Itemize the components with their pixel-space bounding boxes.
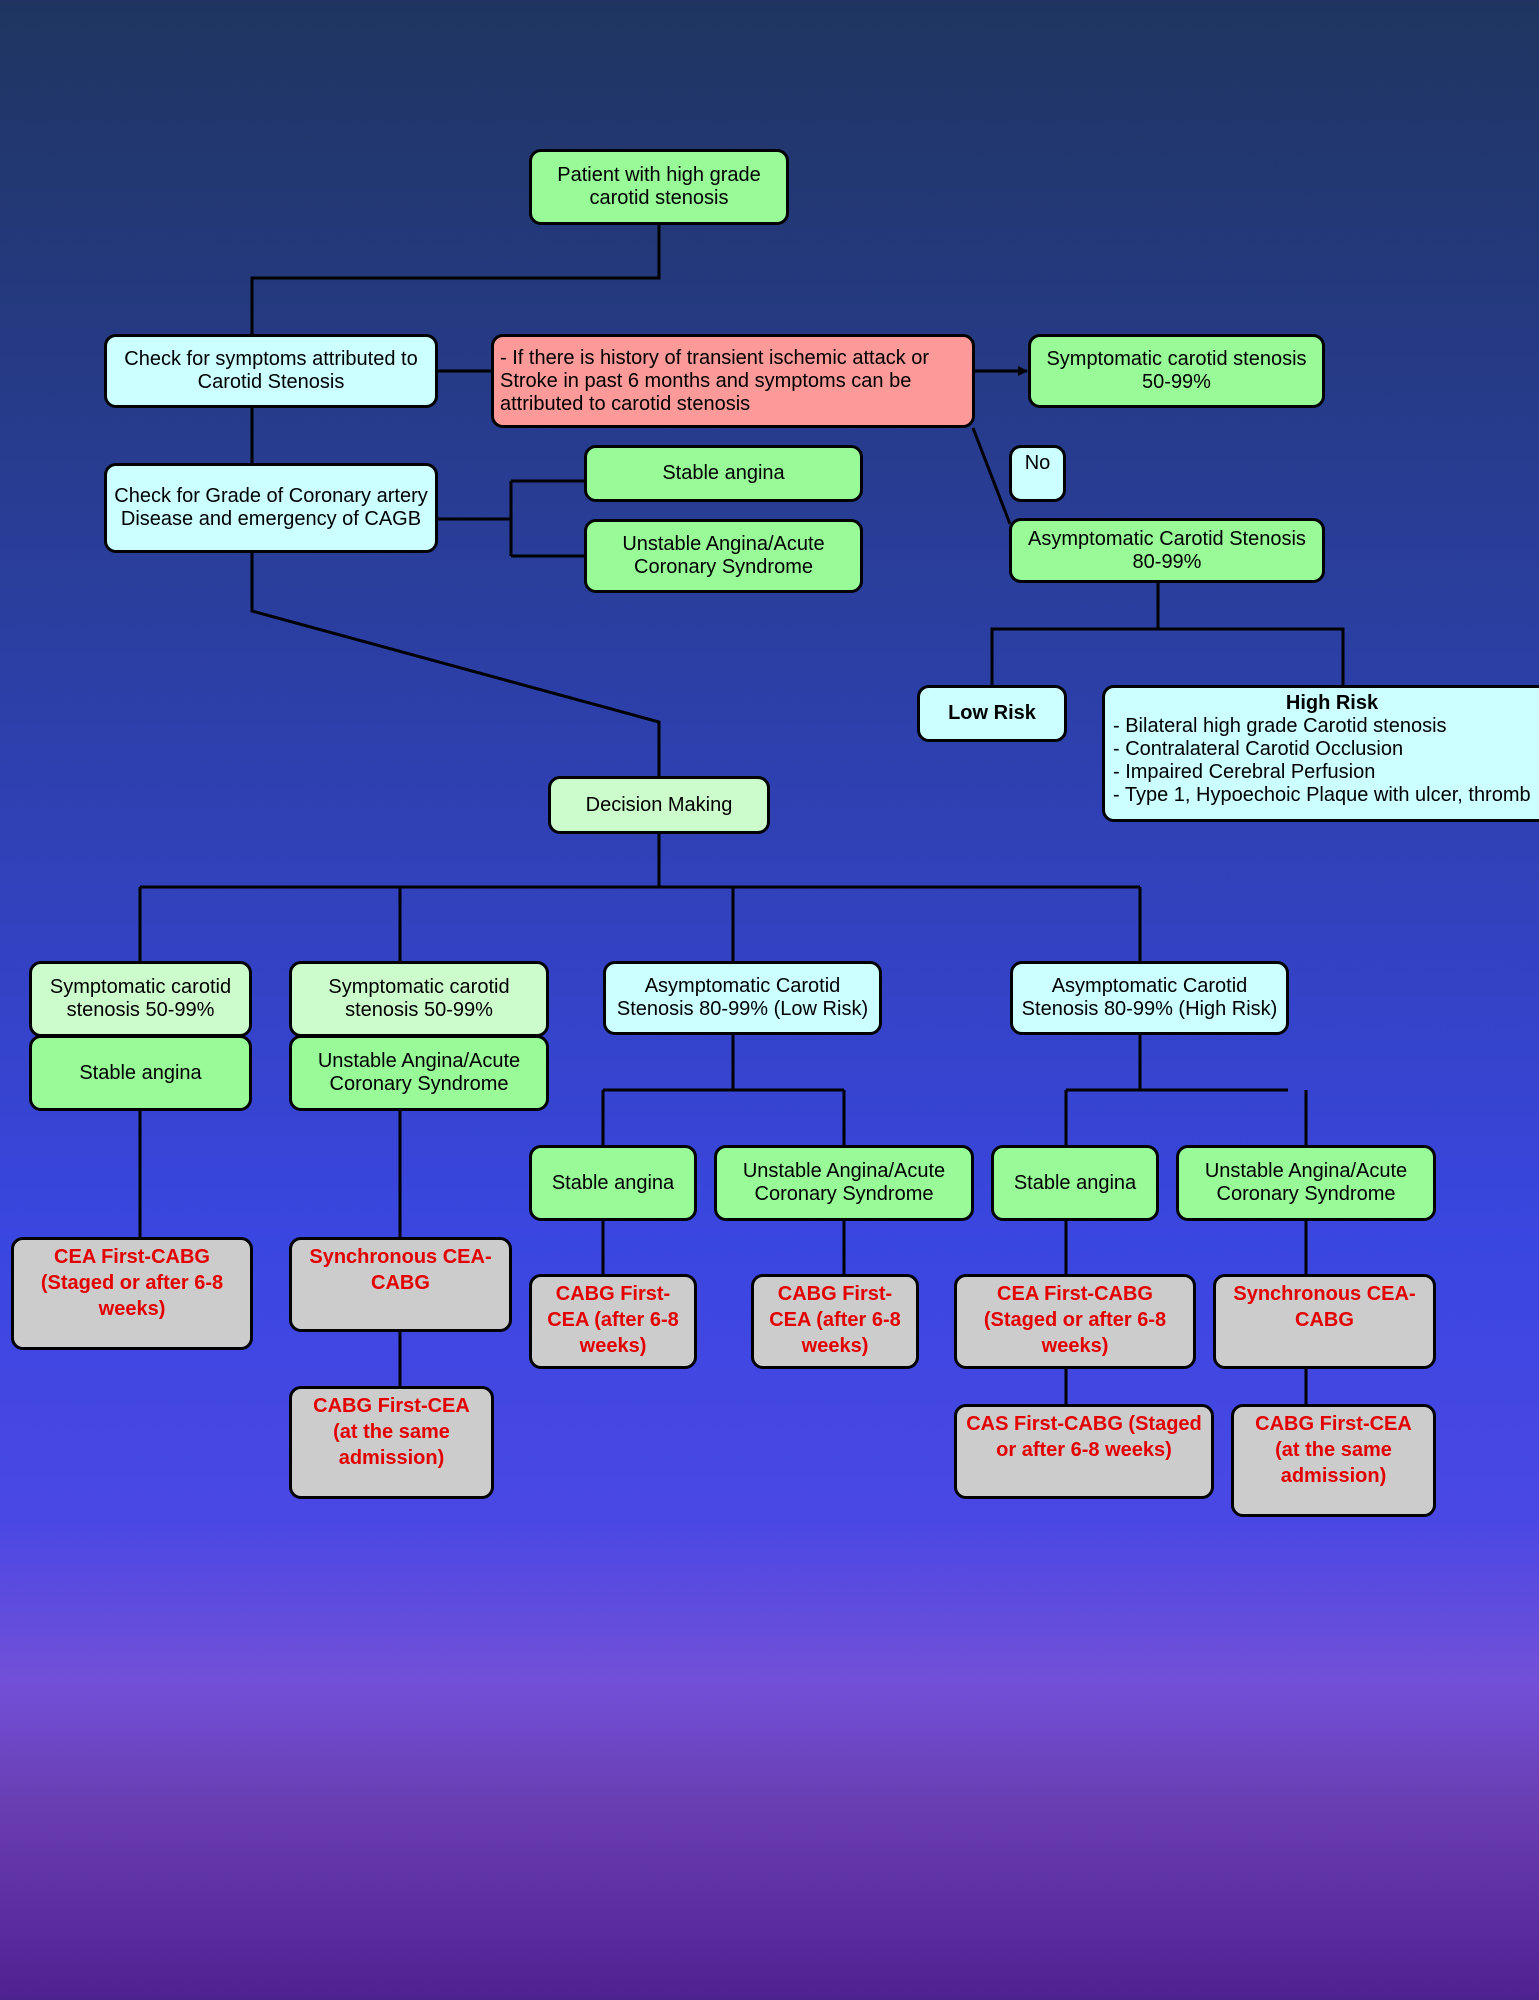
root-node: Patient with high grade carotid stenosis (529, 149, 789, 225)
b4-header-node: Asymptomatic Carotid Stenosis 80-99% (Hi… (1010, 961, 1289, 1035)
high-risk-title: High Risk (1285, 692, 1379, 714)
high-risk-item: - Impaired Cerebral Perfusion (1113, 761, 1376, 783)
check-coronary-node: Check for Grade of Coronary artery Disea… (104, 463, 438, 553)
b3-unstable-angina-node: Unstable Angina/Acute Coronary Syndrome (714, 1145, 974, 1221)
high-risk-item: - Bilateral high grade Carotid stenosis (1113, 715, 1447, 737)
unstable-angina-node: Unstable Angina/Acute Coronary Syndrome (584, 519, 863, 593)
b1-header-node: Symptomatic carotid stenosis 50-99% (29, 961, 252, 1037)
b4-unstable-angina-node: Unstable Angina/Acute Coronary Syndrome (1176, 1145, 1436, 1221)
b4-stable-outcome-cas-first: CAS First-CABG (Staged or after 6-8 week… (954, 1404, 1214, 1499)
high-risk-item: - Type 1, Hypoechoic Plaque with ulcer, … (1113, 784, 1531, 806)
b1-outcome-node: CEA First-CABG (Staged or after 6-8 week… (11, 1237, 253, 1350)
b3-header-node: Asymptomatic Carotid Stenosis 80-99% (Lo… (603, 961, 882, 1035)
high-risk-item: - Contralateral Carotid Occlusion (1113, 738, 1404, 760)
check-symptoms-node: Check for symptoms attributed to Carotid… (104, 334, 438, 408)
low-risk-node: Low Risk (917, 685, 1067, 742)
no-label: No (1009, 445, 1066, 502)
stable-angina-node: Stable angina (584, 445, 863, 502)
b4-stable-outcome-cea-first: CEA First-CABG (Staged or after 6-8 week… (954, 1274, 1196, 1369)
b4-unstable-outcome-cabg-first: CABG First-CEA (at the same admission) (1231, 1404, 1436, 1517)
connector-root-to-symptoms (250, 223, 661, 336)
b3-unstable-outcome-node: CABG First-CEA (after 6-8 weeks) (751, 1274, 919, 1369)
b3-stable-outcome-node: CABG First-CEA (after 6-8 weeks) (529, 1274, 697, 1369)
b2-unstable-angina-node: Unstable Angina/Acute Coronary Syndrome (289, 1035, 549, 1111)
b2-outcome-synchronous: Synchronous CEA-CABG (289, 1237, 512, 1332)
b2-header-node: Symptomatic carotid stenosis 50-99% (289, 961, 549, 1037)
b2-outcome-cabg-first: CABG First-CEA (at the same admission) (289, 1386, 494, 1499)
tia-condition-node: - If there is history of transient ische… (491, 334, 975, 428)
connector-coronary-to-decision (250, 551, 661, 777)
connector-to-asymptomatic (971, 427, 1012, 525)
b4-unstable-outcome-synchronous: Synchronous CEA-CABG (1213, 1274, 1436, 1369)
connector-asymptomatic-to-risk (990, 581, 1160, 686)
symptomatic-stenosis-node: Symptomatic carotid stenosis 50-99% (1028, 334, 1325, 408)
asymptomatic-stenosis-node: Asymptomatic Carotid Stenosis 80-99% (1009, 518, 1325, 583)
b1-stable-angina-node: Stable angina (29, 1035, 252, 1111)
b4-stable-angina-node: Stable angina (991, 1145, 1159, 1221)
decision-making-node: Decision Making (548, 776, 770, 834)
high-risk-node: High Risk - Bilateral high grade Carotid… (1102, 685, 1539, 822)
b3-stable-angina-node: Stable angina (529, 1145, 697, 1221)
